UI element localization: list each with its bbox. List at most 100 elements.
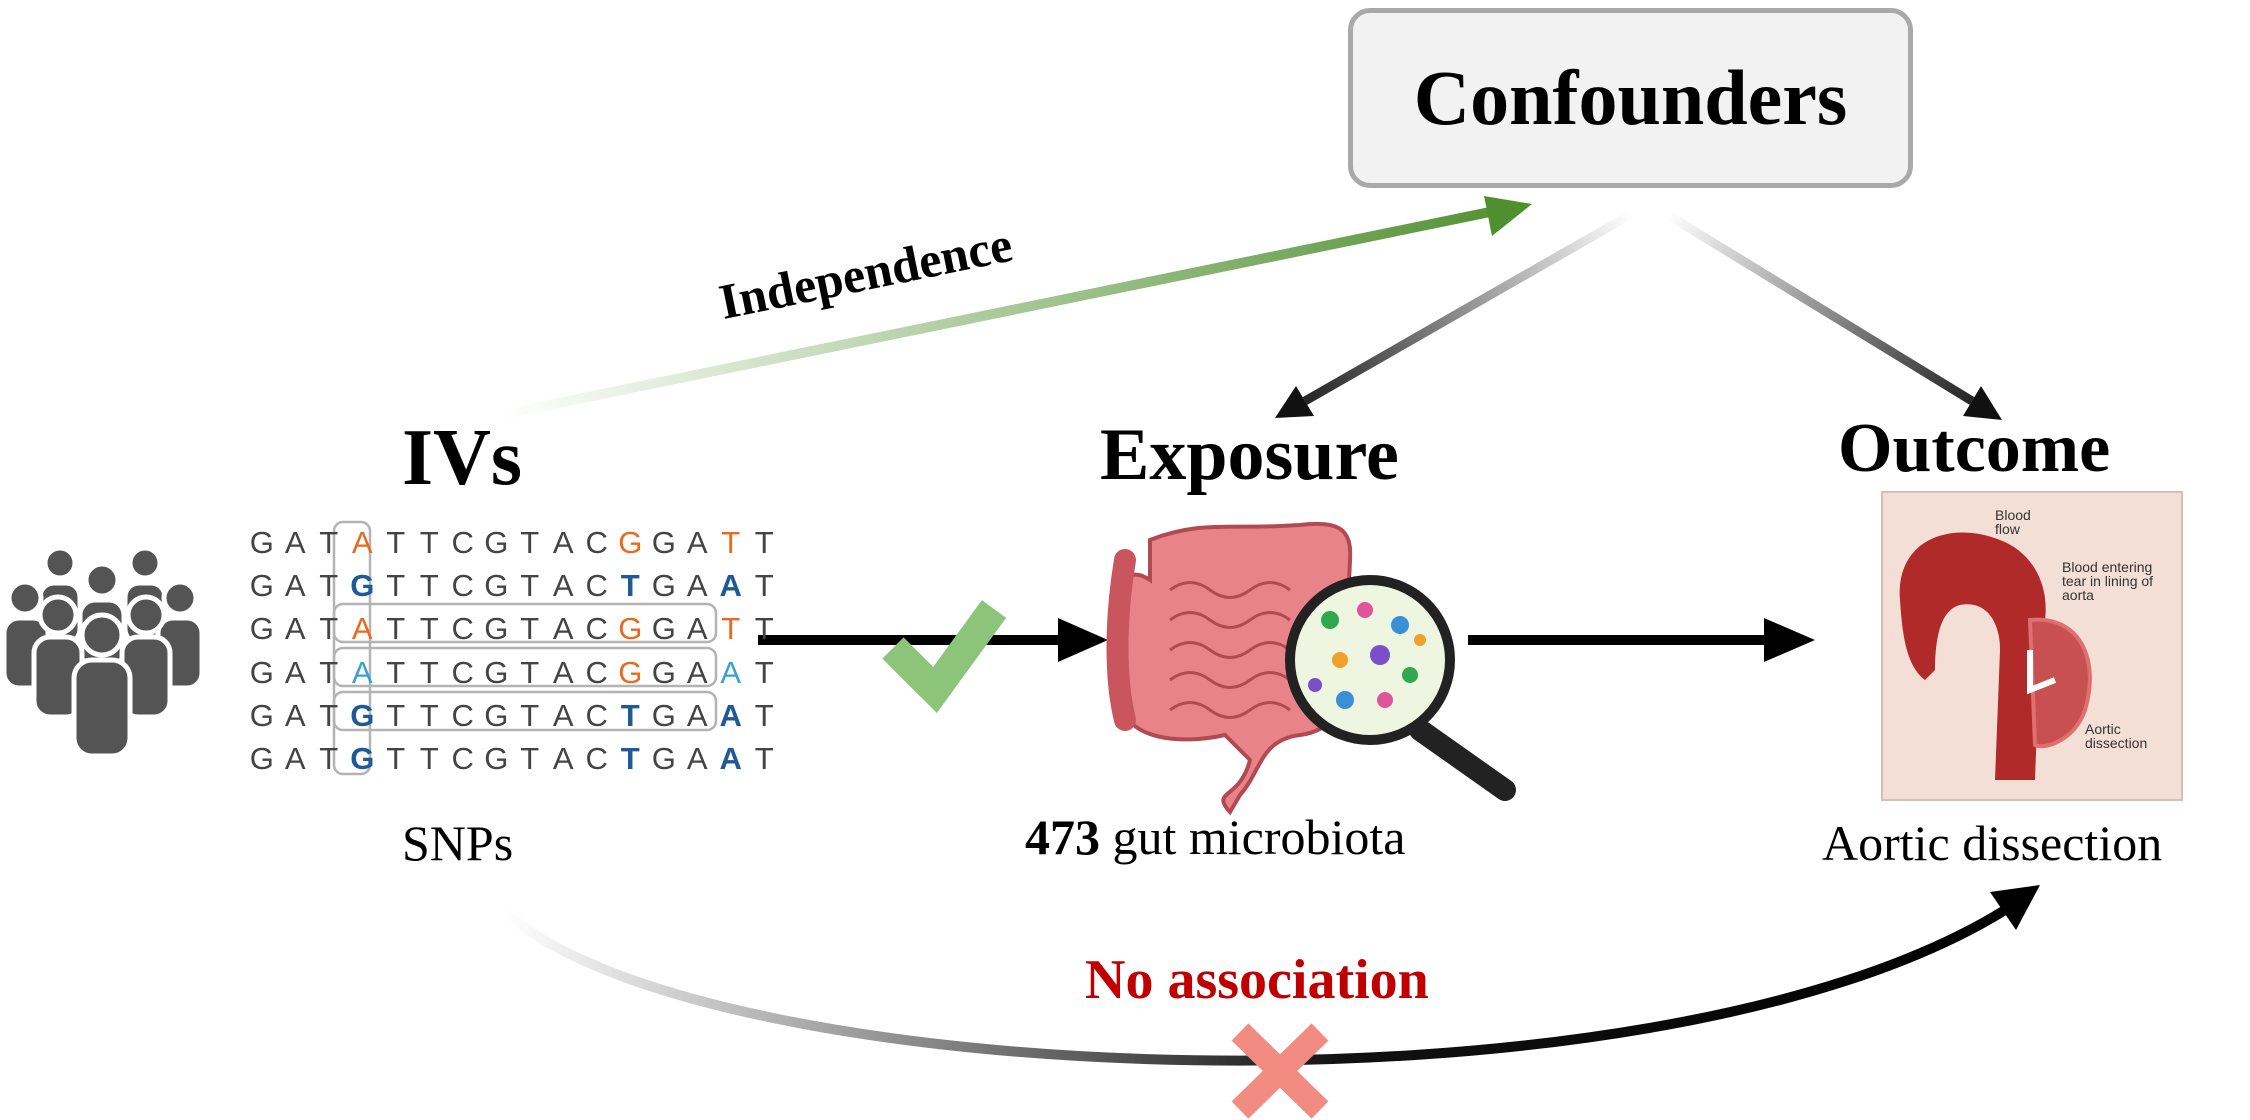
aortic-dissection-illustration: [1881, 491, 2183, 801]
check-icon: [882, 600, 1007, 714]
nucleotide: A: [686, 568, 708, 603]
nucleotide: G: [618, 655, 643, 690]
nucleotide: G: [249, 525, 274, 560]
nucleotide: T: [620, 741, 640, 776]
nucleotide: G: [484, 525, 509, 560]
outcome-title: Outcome: [1838, 410, 2111, 487]
nucleotide: T: [754, 741, 774, 776]
people-group-icon: [1, 545, 205, 759]
snps-caption: SNPs: [402, 815, 514, 871]
nucleotide: T: [319, 525, 339, 560]
nucleotide: T: [520, 568, 540, 603]
nucleotide: T: [520, 741, 540, 776]
nucleotide: A: [552, 655, 574, 690]
nucleotide: T: [520, 655, 540, 690]
ivs-title: IVs: [402, 414, 523, 502]
nucleotide: G: [484, 698, 509, 733]
confounder-exposure-arrow: [1302, 211, 1633, 405]
nucleotide: C: [585, 655, 608, 690]
nucleotide: C: [451, 525, 474, 560]
nucleotide: T: [520, 525, 540, 560]
nucleotide: A: [284, 525, 306, 560]
nucleotide: T: [620, 568, 640, 603]
nucleotide: T: [386, 525, 406, 560]
no-association-curve: [501, 905, 2008, 1066]
nucleotide: T: [386, 741, 406, 776]
nucleotide: A: [686, 525, 708, 560]
nucleotide: T: [419, 611, 439, 646]
nucleotide: G: [618, 611, 643, 646]
nucleotide: C: [451, 655, 474, 690]
nucleotide: T: [319, 655, 339, 690]
exposure-count: 473: [1025, 809, 1100, 865]
nucleotide: T: [721, 611, 741, 646]
nucleotide: A: [552, 568, 574, 603]
no-association-arrowhead: [1990, 885, 2040, 930]
nucleotide: T: [754, 525, 774, 560]
nucleotide: G: [618, 525, 643, 560]
nucleotide: A: [552, 611, 574, 646]
nucleotide: A: [552, 698, 574, 733]
snp-highlight-boxes: [332, 520, 718, 776]
microbe-dots: [1308, 602, 1426, 709]
nucleotide: T: [386, 698, 406, 733]
nucleotide: A: [351, 655, 373, 690]
nucleotide: A: [284, 698, 306, 733]
nucleotide: T: [419, 655, 439, 690]
nucleotide: C: [585, 741, 608, 776]
confounder-exposure-arrowhead: [1275, 386, 1314, 418]
nucleotide: T: [386, 611, 406, 646]
exposure-caption: 473 gut microbiota: [1025, 812, 1406, 862]
aortic-dissection-annotation: Aortic dissection: [2085, 721, 2148, 751]
nucleotide: G: [249, 568, 274, 603]
cross-icon: [1231, 1023, 1329, 1119]
nucleotide: C: [451, 741, 474, 776]
nucleotide: G: [484, 611, 509, 646]
nucleotide: A: [351, 525, 373, 560]
nucleotide: A: [719, 741, 742, 776]
nucleotide: T: [754, 655, 774, 690]
nucleotide: T: [754, 611, 774, 646]
intestine-illustration: [1106, 521, 1353, 816]
nucleotide: T: [419, 568, 439, 603]
nucleotide: G: [249, 655, 274, 690]
nucleotide: G: [651, 568, 676, 603]
nucleotide: T: [386, 655, 406, 690]
exposure-outcome-arrowhead: [1764, 618, 1815, 662]
nucleotide: T: [419, 525, 439, 560]
nucleotide: G: [651, 525, 676, 560]
blood-flow-annotation: Blood flow: [1995, 507, 2031, 537]
nucleotide: C: [451, 611, 474, 646]
iv-exposure-arrowhead: [1058, 618, 1108, 662]
nucleotide: T: [386, 568, 406, 603]
nucleotide: T: [754, 698, 774, 733]
confounders-label: Confounders: [1413, 54, 1848, 141]
magnifying-glass-icon: [1285, 575, 1516, 801]
nucleotide: G: [249, 611, 274, 646]
independence-arrowhead: [1484, 196, 1532, 236]
no-association-label: No association: [1085, 949, 1429, 1011]
nucleotide: A: [284, 611, 306, 646]
nucleotide: C: [585, 568, 608, 603]
confounders-box: Confounders: [1348, 8, 1913, 188]
nucleotide: A: [686, 741, 708, 776]
nucleotide: A: [686, 611, 708, 646]
nucleotide: T: [520, 698, 540, 733]
nucleotide: G: [249, 741, 274, 776]
nucleotide: G: [484, 568, 509, 603]
nucleotide: G: [350, 568, 375, 603]
nucleotide: A: [284, 741, 306, 776]
nucleotide: G: [350, 698, 375, 733]
confounder-outcome-arrowhead: [1963, 386, 2002, 420]
nucleotide: C: [585, 611, 608, 646]
nucleotide: T: [620, 698, 640, 733]
nucleotide: A: [686, 655, 708, 690]
nucleotide: G: [651, 698, 676, 733]
